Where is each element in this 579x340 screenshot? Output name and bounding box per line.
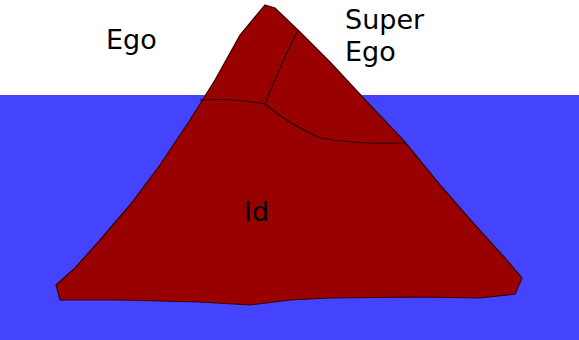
part-label: Ego <box>106 24 196 56</box>
region-line <box>265 30 298 104</box>
part-label: Super Ego <box>345 4 455 68</box>
part-label: Id <box>244 196 324 228</box>
region-line <box>200 100 265 105</box>
iceberg <box>56 5 522 305</box>
label-slot: Super Ego <box>345 4 455 68</box>
label-slot: Ego <box>106 24 196 56</box>
label-slot: Id <box>244 196 324 228</box>
region-line <box>265 104 405 143</box>
